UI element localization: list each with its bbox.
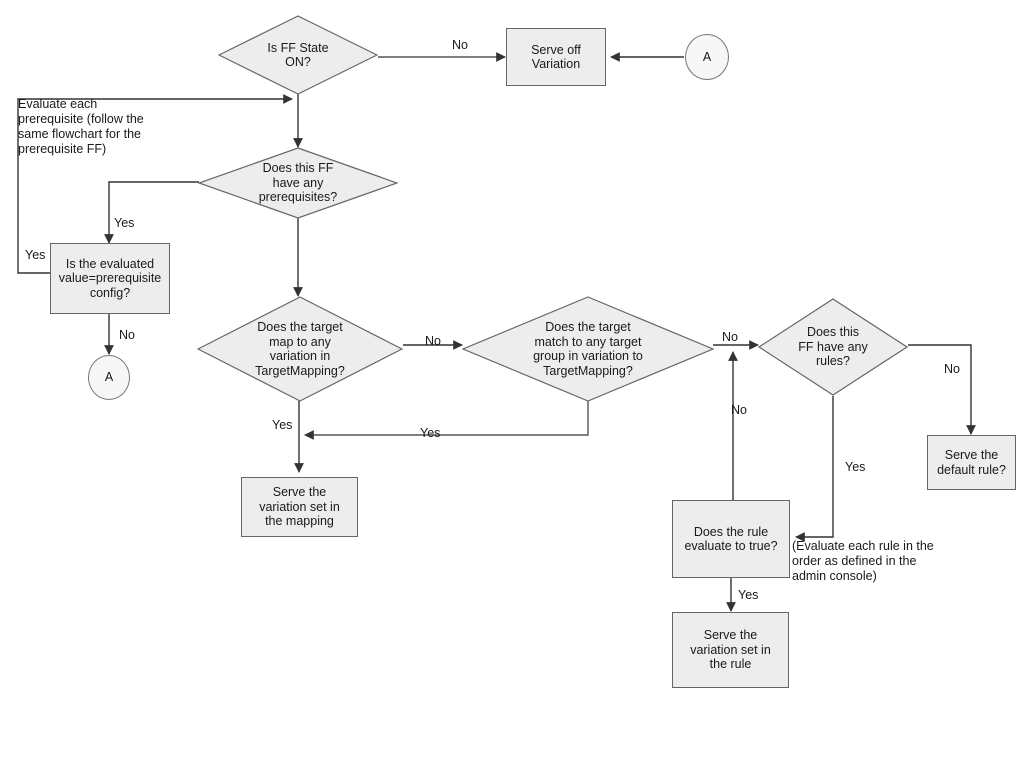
process-serve-off-variation[interactable]: Serve off Variation — [506, 28, 606, 86]
process-serve-variation-mapping[interactable]: Serve the variation set in the mapping — [241, 477, 358, 537]
edge-label-rules-no: No — [944, 362, 960, 376]
edge-label-targetmatch-yes: Yes — [420, 426, 441, 440]
process-serve-variation-mapping-label: Serve the variation set in the mapping — [259, 485, 340, 529]
edge-label-rules-yes: Yes — [845, 460, 866, 474]
decision-target-match-group[interactable]: Does the target match to any target grou… — [462, 296, 714, 402]
edge-label-ff-state-no: No — [452, 38, 468, 52]
edge-rules-yes — [795, 396, 834, 542]
decision-is-ff-state-on[interactable]: Is FF State ON? — [218, 15, 378, 95]
decision-has-rules-label: Does this FF have any rules? — [798, 325, 868, 369]
decision-rule-evaluate-true[interactable]: Does the rule evaluate to true? — [672, 500, 790, 578]
edge-rules-no — [908, 344, 976, 435]
edge-label-rule-eval-yes: Yes — [738, 588, 759, 602]
edge-label-rule-eval-no: No — [731, 403, 747, 417]
edge-label-prereq-yes: Yes — [114, 216, 135, 230]
connector-a-top-label: A — [702, 49, 712, 64]
edge-targetmatch-yes — [304, 401, 589, 440]
edge-label-targetmap-yes: Yes — [272, 418, 293, 432]
edge-label-targetmatch-no: No — [722, 330, 738, 344]
edge-prereq-yes — [104, 181, 199, 244]
process-serve-default-rule-label: Serve the default rule? — [937, 448, 1006, 477]
decision-target-match-group-label: Does the target match to any target grou… — [533, 320, 643, 378]
connector-a-bottom-label: A — [104, 370, 114, 385]
decision-rule-evaluate-true-label: Does the rule evaluate to true? — [684, 524, 778, 554]
edge-label-targetmap-no: No — [425, 334, 441, 348]
annotation-prerequisite-note: Evaluate each prerequisite (follow the s… — [18, 97, 144, 156]
decision-is-ff-state-on-label: Is FF State ON? — [267, 40, 329, 70]
decision-evaluated-value-label: Is the evaluated value=prerequisite conf… — [58, 256, 162, 300]
connector-a-bottom[interactable]: A — [88, 355, 130, 400]
edge-label-evaluated-yes: Yes — [25, 248, 46, 262]
process-serve-variation-rule[interactable]: Serve the variation set in the rule — [672, 612, 789, 688]
annotation-rule-order-note: (Evaluate each rule in the order as defi… — [792, 539, 934, 583]
decision-target-map-variation-label: Does the target map to any variation in … — [255, 320, 345, 378]
decision-has-prerequisites-label: Does this FF have any prerequisites? — [258, 161, 338, 205]
connector-a-top[interactable]: A — [685, 34, 729, 80]
decision-has-rules[interactable]: Does this FF have any rules? — [758, 298, 908, 396]
process-serve-variation-rule-label: Serve the variation set in the rule — [690, 628, 771, 672]
decision-evaluated-value-equals-prerequisite[interactable]: Is the evaluated value=prerequisite conf… — [50, 243, 170, 314]
process-serve-off-variation-label: Serve off Variation — [531, 42, 581, 72]
process-serve-default-rule[interactable]: Serve the default rule? — [927, 435, 1016, 490]
decision-target-map-variation[interactable]: Does the target map to any variation in … — [197, 296, 403, 402]
edge-label-evaluated-no: No — [119, 328, 135, 342]
decision-has-prerequisites[interactable]: Does this FF have any prerequisites? — [198, 147, 398, 219]
